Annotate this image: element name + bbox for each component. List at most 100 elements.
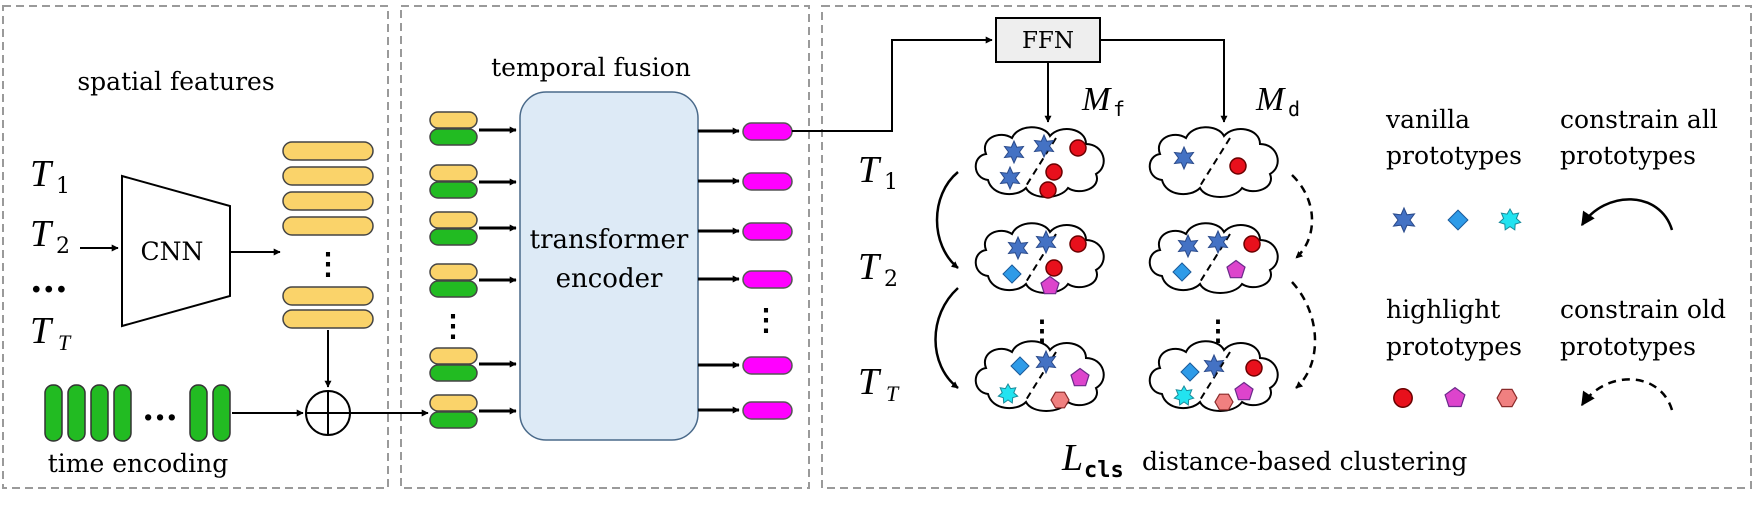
feature-bar (282, 141, 374, 161)
svg-text:T: T (58, 330, 72, 355)
svg-text:T: T (858, 246, 882, 288)
svg-text:T: T (30, 213, 54, 255)
task-label-T: T T (30, 310, 72, 355)
magenta-pentagon-icon (1070, 367, 1090, 387)
token-pair (429, 394, 478, 429)
svg-text:T: T (858, 149, 882, 191)
blue-diamond-icon (1172, 262, 1192, 282)
legend-constrain-old-arrow (1580, 378, 1674, 411)
temporal-fusion-title: temporal fusion (491, 53, 691, 82)
task-label-2: T 2 (30, 213, 70, 259)
cloud-separator (1025, 351, 1057, 401)
svg-text:d: d (1288, 97, 1300, 121)
red-circle-icon (1243, 235, 1261, 253)
red-circle-icon (1069, 139, 1087, 157)
encoder-label: encoder (556, 264, 663, 294)
red-circle-icon (1045, 163, 1063, 181)
task-ellipsis: ... (30, 259, 68, 301)
feature-bar (282, 309, 374, 329)
task-label-1: T 1 (30, 153, 70, 199)
cloud-outline (1148, 126, 1279, 198)
output-arrows (698, 127, 740, 414)
blue-star-icon (1173, 145, 1195, 171)
svg-text:cls: cls (1084, 458, 1124, 483)
blue-star-icon (1392, 206, 1416, 234)
svg-text:T: T (886, 381, 900, 406)
legend-highlight-line1: highlight (1386, 295, 1500, 324)
legend-constrain-all-arrow (1580, 198, 1674, 231)
svg-text:T: T (30, 310, 54, 352)
cyan-star-icon (1173, 384, 1195, 406)
blue-star-icon (1033, 133, 1055, 159)
p3-task-label-1: T 1 (858, 149, 898, 195)
blue-star-icon (999, 165, 1021, 191)
token-pair (429, 111, 478, 146)
cloud-outline (974, 126, 1105, 198)
spatial-features-title: spatial features (77, 67, 274, 96)
prototype-clouds (974, 126, 1279, 412)
svg-text:2: 2 (56, 234, 70, 259)
svg-text:L: L (1061, 437, 1083, 479)
plus-operator-icon (305, 390, 351, 436)
loss-label: L cls (1061, 437, 1124, 483)
feature-bar (282, 191, 374, 211)
svg-text:2: 2 (884, 267, 898, 292)
time-encoding-label: time encoding (48, 449, 229, 478)
svg-text:M: M (1255, 81, 1286, 118)
svg-text:T: T (858, 361, 882, 403)
legend-highlight-line2: prototypes (1386, 332, 1522, 361)
loss-description: distance-based clustering (1142, 447, 1467, 476)
red-circle-icon (1245, 359, 1263, 377)
time-bar (212, 384, 231, 442)
output-to-ffn-arrow (792, 36, 993, 132)
blue-star-icon (1035, 229, 1057, 255)
model-label-md: M d (1255, 81, 1300, 121)
cnn-label: CNN (141, 237, 204, 266)
red-circle-icon (1393, 388, 1413, 408)
legend-constrain-all-line1: constrain all (1560, 105, 1718, 134)
feature-bar (282, 286, 374, 306)
magenta-pentagon-icon (1444, 386, 1466, 408)
svg-text:M: M (1081, 81, 1112, 118)
blue-diamond-icon (1002, 264, 1022, 284)
blue-star-icon (1177, 233, 1199, 259)
input-token-stack (429, 111, 478, 429)
cloud-f-1 (974, 126, 1105, 198)
time-bar (44, 384, 63, 442)
constrain-old-arrow-2 (1291, 281, 1317, 389)
output-token (742, 270, 793, 289)
cloud-d-1 (1148, 126, 1279, 198)
input-token-ellipsis: ⋮ (438, 309, 468, 344)
red-circle-icon (1045, 259, 1063, 277)
cloud-f-2 (974, 222, 1105, 294)
model-label-mf: M f (1081, 81, 1125, 121)
legend-vanilla-line2: prototypes (1386, 141, 1522, 170)
output-token (742, 222, 793, 241)
time-bar (113, 384, 132, 442)
token-pair (429, 263, 478, 298)
legend-constrain-all-line2: prototypes (1560, 141, 1696, 170)
legend-shapes (1392, 206, 1522, 408)
cyan-star-icon (1498, 207, 1522, 231)
svg-text:1: 1 (884, 170, 898, 195)
feature-bar (282, 166, 374, 186)
token-pair (429, 347, 478, 382)
cloud-d-2 (1148, 222, 1279, 294)
time-bar (67, 384, 86, 442)
constrain-old-arrow-1 (1291, 174, 1314, 259)
svg-text:1: 1 (56, 174, 70, 199)
output-token (742, 356, 793, 375)
blue-diamond-icon (1010, 356, 1030, 376)
panel-temporal-border (400, 5, 810, 489)
blue-star-icon (1203, 353, 1225, 379)
salmon-hexagon-icon (1050, 391, 1070, 409)
cloud-separator (1025, 233, 1057, 283)
cnn-block (121, 174, 231, 328)
p3-task-label-T: T T (858, 361, 900, 406)
input-arrows (479, 126, 517, 415)
magenta-pentagon-icon (1040, 275, 1060, 295)
feature-ellipsis: ⋮ (313, 247, 343, 282)
salmon-hexagon-icon (1496, 388, 1518, 408)
magenta-pentagon-icon (1226, 259, 1246, 279)
